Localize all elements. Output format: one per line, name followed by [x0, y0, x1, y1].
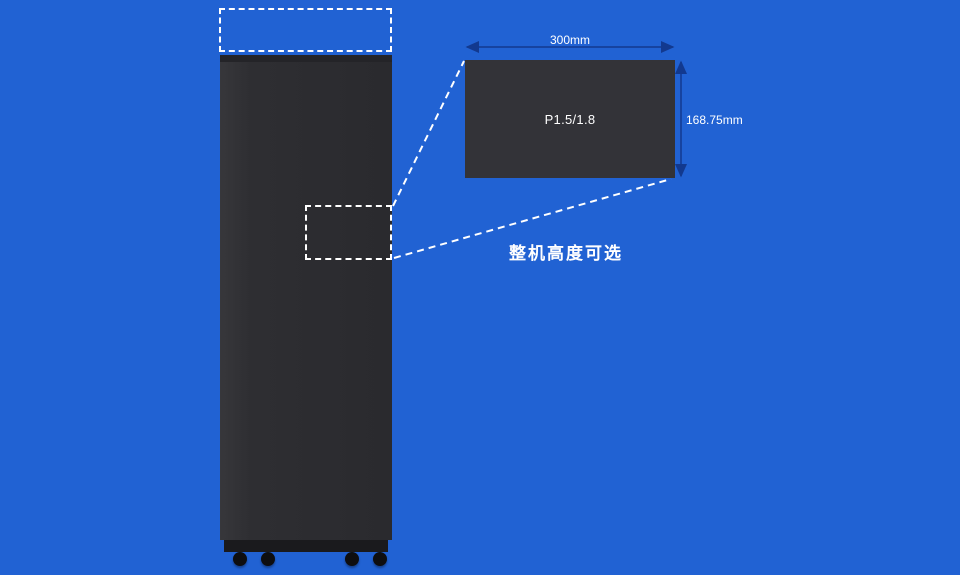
- caster-wheel: [345, 552, 359, 566]
- cabinet-top-edge: [220, 55, 392, 62]
- caster-wheel: [261, 552, 275, 566]
- led-poster-cabinet: [220, 55, 392, 540]
- caster-wheel: [373, 552, 387, 566]
- height-dimension-label: 168.75mm: [686, 113, 743, 127]
- connector-line-top: [392, 60, 465, 207]
- caster-wheel: [233, 552, 247, 566]
- module-highlight-dashed-box: [305, 205, 392, 260]
- cabinet-base: [224, 540, 388, 552]
- module-zoom-panel: P1.5/1.8: [465, 60, 675, 178]
- height-extension-dashed-box: [219, 8, 392, 52]
- pixel-pitch-label: P1.5/1.8: [544, 111, 596, 127]
- height-option-label: 整机高度可选: [509, 244, 623, 263]
- width-dimension-label: 300mm: [549, 33, 590, 47]
